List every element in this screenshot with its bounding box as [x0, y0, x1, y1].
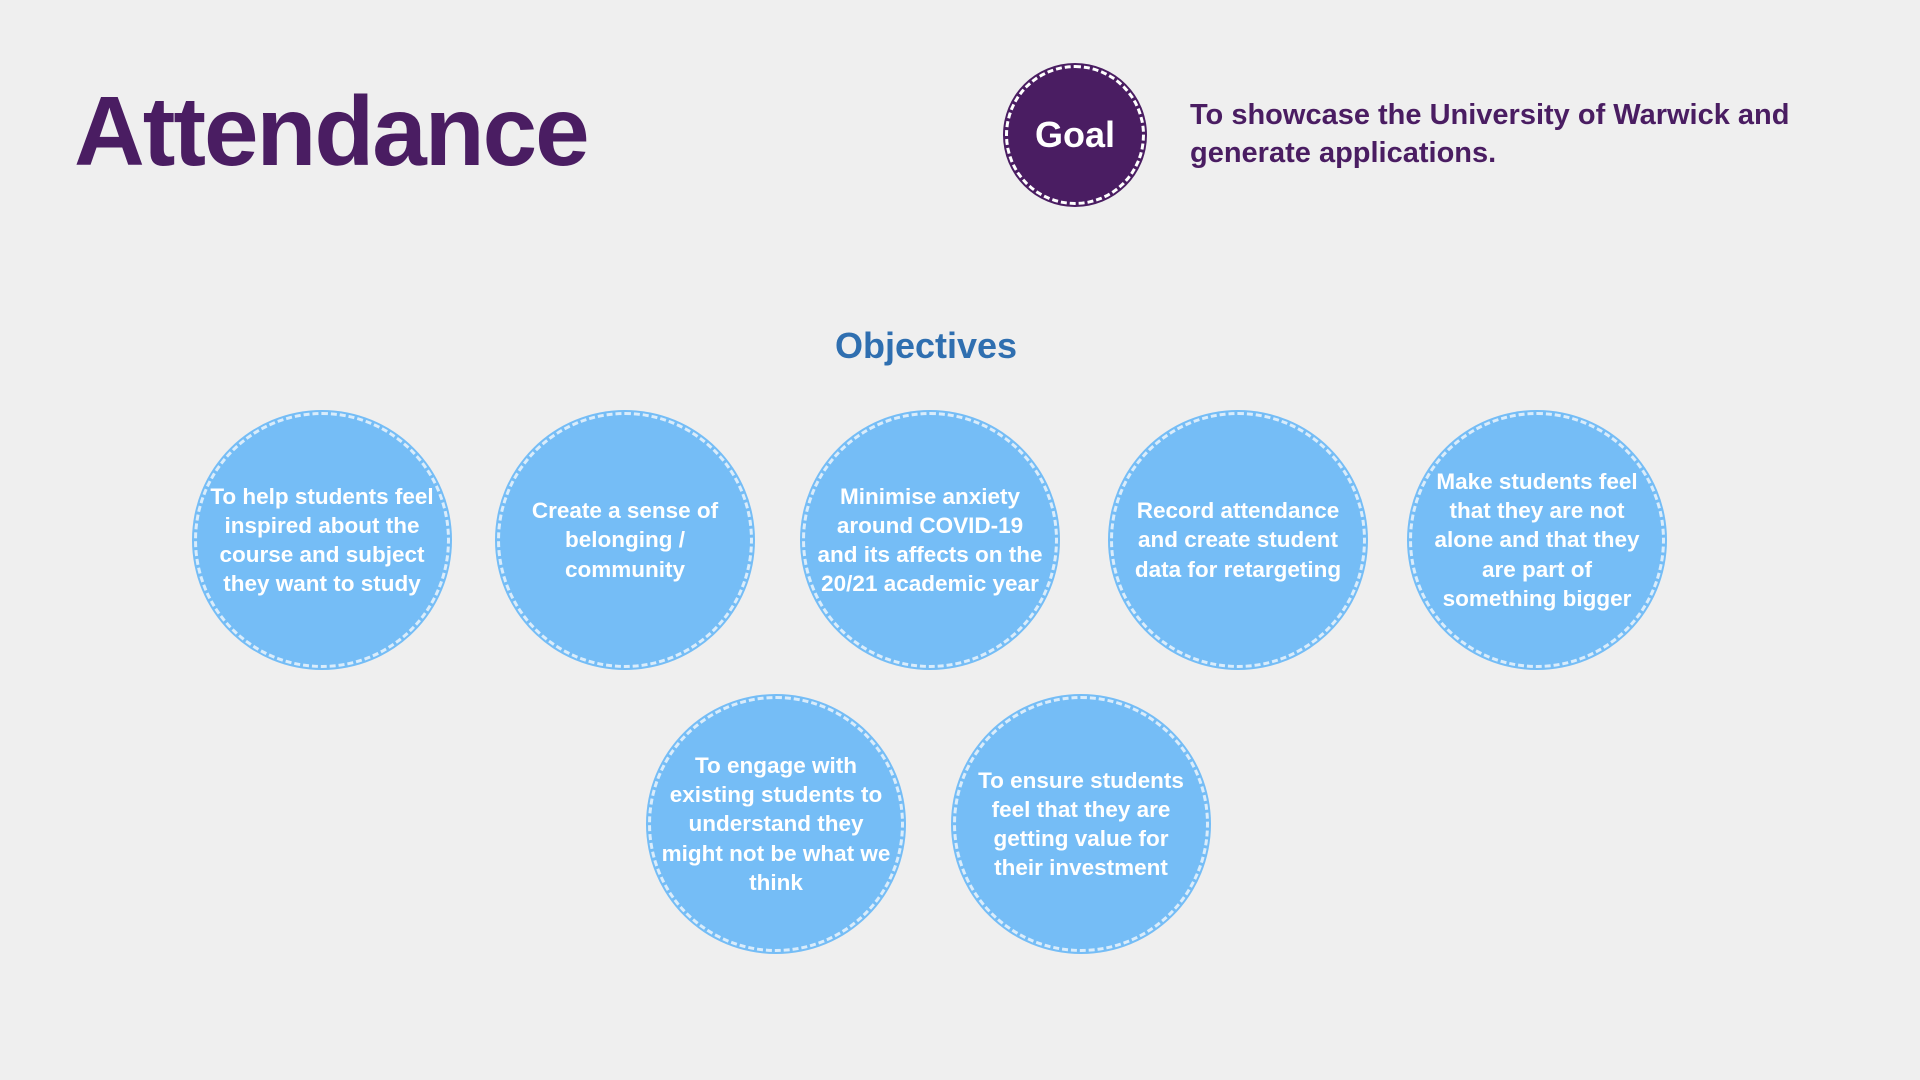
goal-text: To showcase the University of Warwick an…: [1190, 99, 1790, 169]
objective-text: To help students feel inspired about the…: [210, 483, 434, 597]
objective-text: Make students feel that they are not alo…: [1434, 468, 1640, 611]
objectives-heading: Objectives: [834, 325, 1018, 366]
objective-circle-not-alone: Make students feel that they are not alo…: [1409, 412, 1665, 668]
objective-text: To ensure students feel that they are ge…: [978, 767, 1184, 881]
goal-badge: Goal: [1005, 65, 1145, 205]
objective-circle-covid-anxiety: Minimise anxiety around COVID-19 and its…: [802, 412, 1058, 668]
objective-text: Minimise anxiety around COVID-19 and its…: [817, 483, 1043, 597]
objective-text: Create a sense of belonging / community: [531, 498, 719, 582]
slide-title: Attendance: [74, 76, 590, 186]
objective-circle-inspire: To help students feel inspired about the…: [194, 412, 450, 668]
objective-circle-record-attendance: Record attendance and create student dat…: [1110, 412, 1366, 668]
objective-text: Record attendance and create student dat…: [1134, 498, 1342, 582]
objective-text: To engage with existing students to unde…: [661, 752, 891, 895]
objective-circle-engage-students: To engage with existing students to unde…: [648, 696, 904, 952]
goal-badge-label: Goal: [1034, 114, 1115, 155]
objective-circle-value: To ensure students feel that they are ge…: [953, 696, 1209, 952]
objective-circle-belonging: Create a sense of belonging / community: [497, 412, 753, 668]
